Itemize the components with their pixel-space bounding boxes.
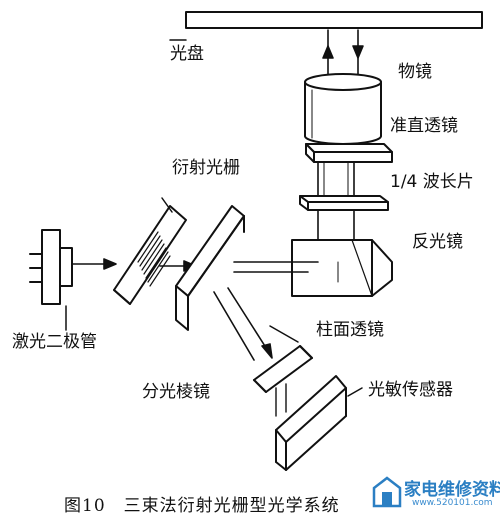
watermark-url: www.520101.com [412,498,493,508]
cylindrical-lens [253,325,313,417]
quarter-wave-plate [299,195,389,211]
photo-sensor [275,375,363,471]
figure-caption: 图10 三束法衍射光栅型光学系统 [64,496,340,516]
label-quarter-wave: 1/4 波长片 [390,172,474,192]
objective-lens [304,73,382,145]
watermark: 家电维修资料网 www.520101.com [372,474,500,514]
optical-disc [169,11,483,41]
label-collimator: 准直透镜 [390,116,458,136]
label-sensor: 光敏传感器 [368,380,453,400]
beam-splitter-prism [175,205,245,331]
beam-to-sensor [213,287,273,361]
watermark-logo-icon [372,476,402,508]
beam-horizontal [233,261,319,273]
label-prism: 分光棱镜 [142,382,210,402]
watermark-text: 家电维修资料网 [404,480,500,500]
diffraction-grating [113,197,187,305]
beam-laser [71,258,117,270]
label-mirror: 反光镜 [412,232,463,252]
label-laser: 激光二极管 [12,332,97,352]
label-disc: 光盘 [170,44,204,64]
reflecting-mirror [291,239,393,297]
collimator-lens [305,143,393,163]
label-grating: 衍射光栅 [172,158,240,178]
label-objective: 物镜 [398,62,432,82]
laser-diode [29,229,73,331]
label-cyl-lens: 柱面透镜 [316,320,384,340]
